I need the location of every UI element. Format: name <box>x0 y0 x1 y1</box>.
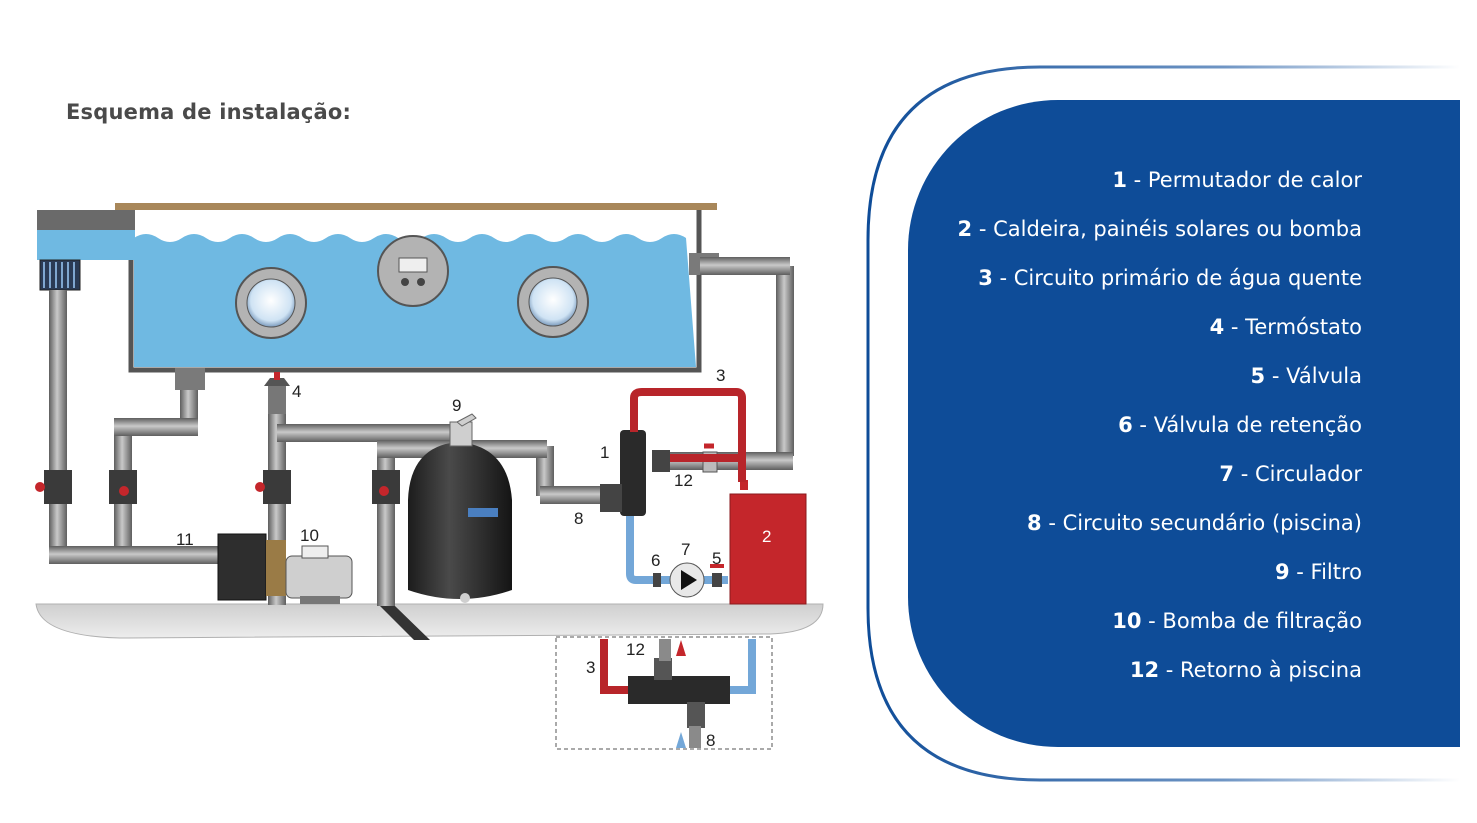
label-10: 10 <box>300 526 319 545</box>
boiler <box>729 493 807 605</box>
pool-light-left <box>235 267 307 339</box>
legend-item: 2 - Caldeira, painéis solares ou bomba <box>957 217 1362 241</box>
legend-item: 6 - Válvula de retenção <box>1118 413 1362 437</box>
main-drain <box>175 368 205 390</box>
filtration-pump <box>217 533 353 604</box>
legend-item: 12 - Retorno à piscina <box>1129 658 1362 682</box>
legend-item: 8 - Circuito secundário (piscina) <box>1027 511 1362 535</box>
filter-tank <box>408 413 512 603</box>
legend-item: 1 - Permutador de calor <box>1112 168 1362 192</box>
legend-item: 3 - Circuito primário de água quente <box>978 266 1362 290</box>
label-5: 5 <box>712 549 721 568</box>
installation-diagram: 1 2 3 4 5 6 7 8 9 10 11 12 3 12 8 <box>35 203 824 750</box>
inset-label-3: 3 <box>586 658 595 677</box>
inset-label-8: 8 <box>706 731 715 750</box>
legend-item: 5 - Válvula <box>1250 364 1362 388</box>
label-6: 6 <box>651 551 660 570</box>
label-7: 7 <box>681 540 690 559</box>
legend-item: 10 - Bomba de filtração <box>1112 609 1362 633</box>
label-11: 11 <box>176 530 194 549</box>
legend-panel: 1 - Permutador de calor 2 - Caldeira, pa… <box>908 100 1460 747</box>
label-1: 1 <box>600 443 609 462</box>
legend-item: 4 - Termóstato <box>1209 315 1362 339</box>
pool-light-right <box>517 266 589 338</box>
secondary-circuit <box>626 516 728 584</box>
label-9: 9 <box>452 396 461 415</box>
label-12: 12 <box>674 471 693 490</box>
legend-item: 7 - Circulador <box>1219 462 1362 486</box>
inset-label-12: 12 <box>626 640 645 659</box>
primary-hot-circuit <box>630 388 746 482</box>
circulator <box>669 562 705 598</box>
inset-frame <box>555 636 773 750</box>
thermostat <box>264 372 290 414</box>
skimmer <box>37 210 135 230</box>
pool-control-panel <box>377 235 449 307</box>
inset-detail <box>600 639 756 748</box>
label-3: 3 <box>716 366 725 385</box>
pool-deck <box>115 203 717 210</box>
valves <box>35 470 400 504</box>
legend-item: 9 - Filtro <box>1274 560 1362 584</box>
label-4: 4 <box>292 382 301 401</box>
floor <box>35 603 824 639</box>
legend-list: 1 - Permutador de calor 2 - Caldeira, pa… <box>958 166 1362 705</box>
check-valve <box>653 573 661 587</box>
label-8: 8 <box>574 509 583 528</box>
page-title: Esquema de instalação: <box>66 100 352 124</box>
legend-outline <box>866 65 1460 782</box>
label-2: 2 <box>762 527 771 546</box>
pool-wall <box>128 210 702 373</box>
valve-5 <box>712 573 722 587</box>
